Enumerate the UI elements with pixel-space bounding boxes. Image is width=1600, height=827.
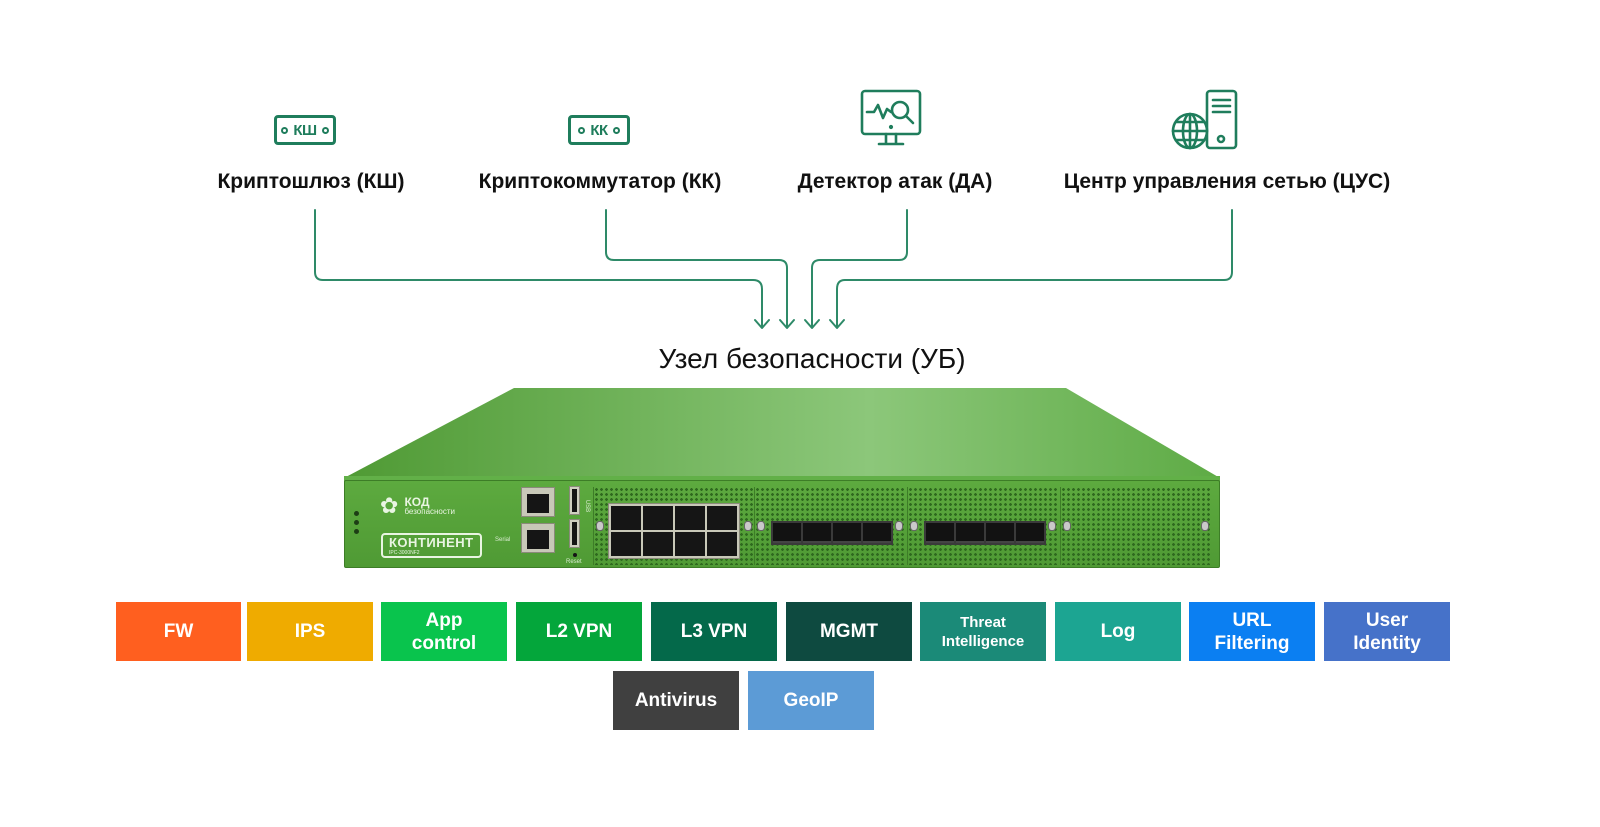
feature-app-control: App control [381,602,507,661]
arrow-head-crypto-gateway [754,319,770,329]
crypto-switch-badge-icon: КК [568,115,630,145]
connector-crypto-gateway [314,209,763,328]
source-label-crypto-switch: Криптокоммутатор (КК) [478,170,722,193]
vendor-subtitle: безопасности [404,507,456,516]
screw-icon [910,521,918,531]
feature-l3-vpn: L3 VPN [651,602,777,661]
vendor-name: КОД [404,495,430,509]
serial-port-label: Serial [495,537,511,543]
product-model: IPC-3000NF2 [389,550,420,556]
status-leds [354,511,359,534]
crypto-switch-badge-text: КК [590,121,608,139]
screw-icon [744,521,752,531]
sfp-port-block [924,521,1046,545]
arrow-head-network-control-center [829,319,845,329]
product-badge: КОНТИНЕНТ IPC-3000NF2 [381,533,482,558]
screw-icon [757,521,765,531]
security-node-appliance: ✿ КОД безопасности КОНТИНЕНТ IPC-3000NF2… [344,388,1220,580]
module-sfp-1 [754,487,906,565]
serial-port [521,523,555,553]
vendor-logo: ✿ КОД безопасности [380,495,455,517]
feature-threat-intelligence: Threat Intelligence [920,602,1046,661]
source-label-crypto-gateway: Криптошлюз (КШ) [217,170,405,193]
usb-port-1 [569,486,580,515]
hub-title: Узел безопасности (УБ) [658,343,966,374]
feature-user-identity: User Identity [1324,602,1450,661]
crypto-gateway-badge-icon: КШ [274,115,336,145]
management-port [521,487,555,517]
feature-antivirus: Antivirus [613,671,739,730]
rj45-port-block [608,503,740,559]
connector-crypto-switch [605,209,788,328]
module-blank [1060,487,1212,565]
arrow-head-attack-detector [804,319,820,329]
usb-port-label: USB [584,499,591,513]
reset-label: Reset [566,559,582,565]
feature-fw: FW [116,602,241,661]
connector-lines [314,209,1233,329]
usb-port-2 [569,519,580,548]
appliance-top-cover [344,388,1220,484]
appliance-front-panel: ✿ КОД безопасности КОНТИНЕНТ IPC-3000NF2… [344,480,1220,568]
screw-icon [895,521,903,531]
source-label-network-control-center: Центр управления сетью (ЦУС) [1063,170,1391,193]
vendor-logo-icon: ✿ [380,493,399,518]
feature-l2-vpn: L2 VPN [516,602,642,661]
connector-attack-detector [811,209,908,328]
feature-mgmt: MGMT [786,602,912,661]
screw-icon [596,521,604,531]
source-label-attack-detector: Детектор атак (ДА) [797,170,993,193]
crypto-gateway-badge-text: КШ [293,121,317,139]
screw-icon [1063,521,1071,531]
arrow-head-crypto-switch [779,319,795,329]
feature-ips: IPS [247,602,373,661]
connector-network-control-center [836,209,1233,328]
screw-icon [1201,521,1209,531]
globe-server-icon [1170,88,1242,157]
feature-geoip: GeoIP [748,671,874,730]
module-sfp-2 [907,487,1059,565]
product-name: КОНТИНЕНТ [389,535,474,550]
feature-url-filtering: URL Filtering [1189,602,1315,661]
feature-log: Log [1055,602,1181,661]
monitor-analytics-icon [859,88,923,155]
sfp-port-block [771,521,893,545]
screw-icon [1048,521,1056,531]
module-rj45 [593,487,753,565]
reset-button [573,553,577,557]
